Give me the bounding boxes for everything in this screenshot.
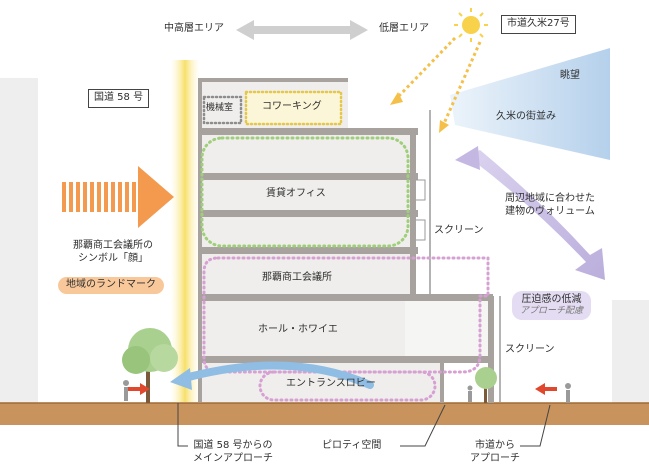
approach2-label: 市道から アプローチ bbox=[465, 440, 525, 465]
volume-line1: 周辺地域に合わせた bbox=[505, 193, 595, 204]
coworking-label: コワーキング bbox=[262, 101, 322, 112]
reduce-subtitle: アプローチ配慮 bbox=[520, 306, 584, 316]
view-label: 眺望 bbox=[560, 70, 580, 81]
approach2-line1: 市道から bbox=[475, 440, 515, 451]
building bbox=[198, 78, 501, 403]
person-icon bbox=[123, 380, 571, 403]
lobby-label: エントランスロビー bbox=[286, 378, 376, 389]
chamber-outline bbox=[202, 256, 490, 374]
symbol-label: 那覇商工会議所の シンボル「顔」 bbox=[58, 240, 168, 265]
leader-lines bbox=[177, 403, 551, 447]
reduce-title: 圧迫感の低減 bbox=[521, 294, 582, 305]
tree-left-icon bbox=[122, 328, 178, 403]
low-area-label: 低層エリア bbox=[379, 23, 429, 34]
office-outline bbox=[200, 136, 410, 248]
area-double-arrow bbox=[236, 20, 368, 40]
approach1-line2: メインアプローチ bbox=[193, 452, 273, 464]
coworking-outline bbox=[244, 90, 343, 126]
sun-icon bbox=[454, 8, 488, 42]
volume-label: 周辺地域に合わせた 建物のヴォリューム bbox=[500, 193, 600, 218]
piloti-label: ピロティ空間 bbox=[322, 440, 382, 451]
machine-room-outline bbox=[202, 95, 243, 125]
view-fan bbox=[450, 48, 610, 160]
road-arrow bbox=[62, 166, 174, 228]
lobby-outline bbox=[258, 370, 437, 402]
symbol-line2: シンボル「顔」 bbox=[78, 252, 148, 264]
volume-line2: 建物のヴォリューム bbox=[505, 205, 595, 217]
symbol-line1: 那覇商工会議所の bbox=[73, 240, 153, 251]
mid-high-area-label: 中高層エリア bbox=[164, 23, 224, 34]
entry-arrow bbox=[128, 383, 557, 395]
kume-road-label: 市道久米27号 bbox=[501, 15, 576, 34]
approach2-line2: アプローチ bbox=[470, 452, 520, 464]
chamber-label: 那覇商工会議所 bbox=[262, 272, 332, 283]
approach-arrow bbox=[181, 361, 374, 389]
townscape-label: 久米の街並み bbox=[496, 111, 556, 122]
rental-office-label: 賃貸オフィス bbox=[266, 188, 326, 199]
reduce-badge: 圧迫感の低減 アプローチ配慮 bbox=[512, 291, 592, 320]
screen-lower-label: スクリーン bbox=[505, 344, 555, 355]
neighbor-building-right bbox=[612, 300, 649, 408]
hall-label: ホール・ホワイエ bbox=[258, 324, 338, 335]
route58-label: 国道 58 号 bbox=[88, 89, 150, 108]
volume-double-arrow bbox=[455, 146, 605, 280]
tree-right-icon bbox=[475, 367, 497, 403]
landmark-badge: 地域のランドマーク bbox=[58, 277, 164, 294]
facade-glow bbox=[170, 60, 200, 402]
approach1-line1: 国道 58 号からの bbox=[193, 440, 273, 451]
ground bbox=[0, 403, 649, 425]
neighbor-building-left bbox=[0, 78, 38, 408]
approach1-label: 国道 58 号からの メインアプローチ bbox=[188, 440, 278, 465]
sun-ray-arrows bbox=[393, 36, 482, 129]
screen-upper-label: スクリーン bbox=[434, 225, 484, 236]
machine-room-label: 機械室 bbox=[206, 103, 234, 113]
